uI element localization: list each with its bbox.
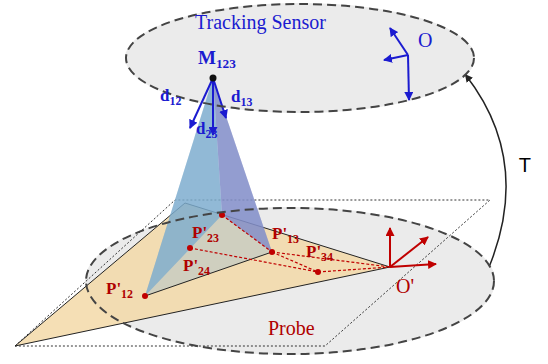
point-label: P'13: [272, 225, 299, 245]
point-label: d12: [160, 87, 181, 107]
sensor-region-fill: [125, 3, 475, 113]
region-title: Probe: [268, 317, 315, 340]
point-label: M123: [198, 48, 236, 70]
point-label: O: [418, 30, 432, 50]
marker-point: [210, 75, 217, 82]
region-title: Tracking Sensor: [195, 11, 326, 34]
point-label: O': [396, 276, 414, 296]
points: [142, 212, 321, 299]
point-label: P'34: [306, 243, 333, 263]
point-label: P'12: [106, 280, 133, 300]
edge-label: T: [517, 154, 533, 177]
transform-arrow: [465, 75, 506, 266]
sensor-axes: [384, 28, 409, 100]
scan-triangle: [15, 203, 390, 346]
point-label: P'24: [183, 257, 210, 277]
probe-region: Probe: [85, 207, 495, 355]
probe-axes: [390, 228, 436, 267]
dotted-lines: [190, 215, 390, 272]
point-label: d13: [231, 88, 252, 108]
probe-line: [145, 252, 272, 296]
point-label: P'23: [192, 224, 219, 244]
point-label: d23: [196, 120, 217, 140]
